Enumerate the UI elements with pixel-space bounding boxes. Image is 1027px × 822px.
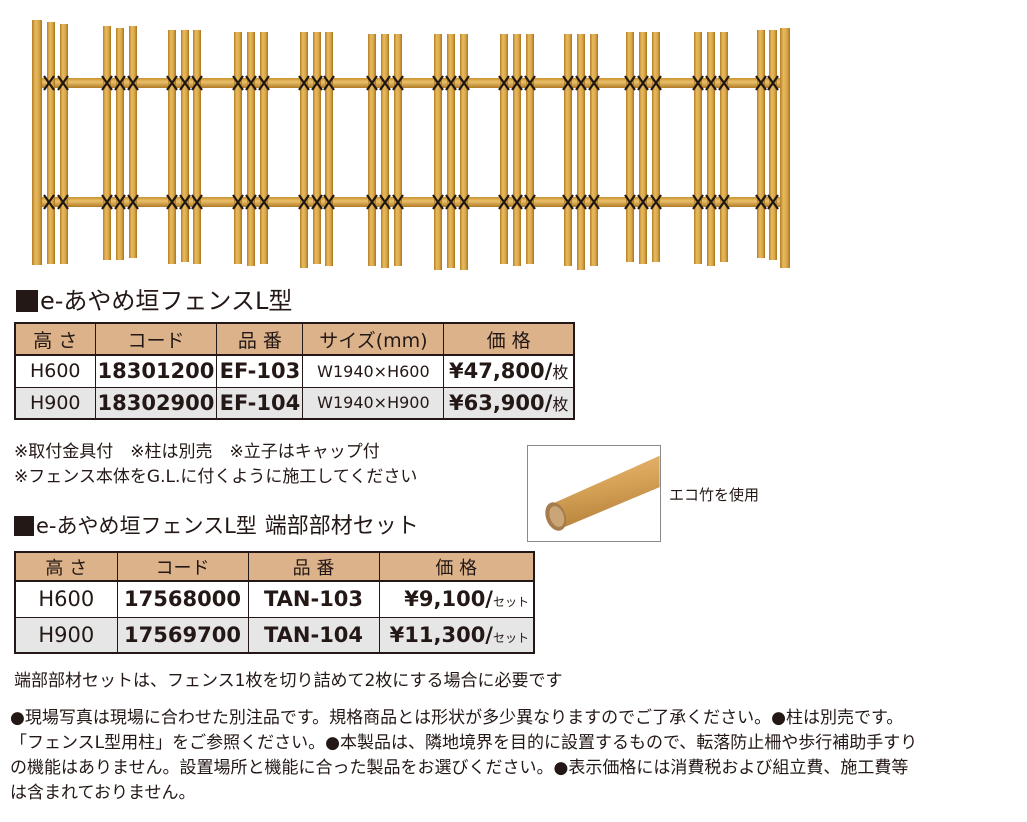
col-price: 価 格 xyxy=(443,322,575,356)
disclaimer-line: は含まれておりません。 xyxy=(10,783,196,803)
col-code: コード xyxy=(94,322,218,356)
table-header-row: 高 さ コード 品 番 価 格 xyxy=(14,551,535,582)
cell-height: H600 xyxy=(14,580,118,618)
price-unit: セット xyxy=(492,630,529,645)
table-row: H900 18302900 EF-104 W1940×H900 ¥63,900/… xyxy=(14,386,575,420)
cell-code: 18301200 xyxy=(94,354,218,388)
section2-subtitle: 端部部材セット xyxy=(264,514,419,539)
price-value: ¥63,900/ xyxy=(448,390,553,415)
col-price: 価 格 xyxy=(378,551,535,582)
cell-price: ¥63,900/枚 xyxy=(443,386,575,420)
cell-code: 17568000 xyxy=(116,580,249,618)
section2-note: 端部部材セットは、フェンス1枚を切り詰めて2枚にする場合に必要です xyxy=(14,671,563,691)
note-line: ※フェンス本体をG.L.に付くように施工してください xyxy=(14,467,418,487)
end-parts-spec-table: 高 さ コード 品 番 価 格 H600 17568000 TAN-103 ¥9… xyxy=(14,551,535,654)
cell-height: H600 xyxy=(14,354,96,388)
col-height: 高 さ xyxy=(14,322,96,356)
col-height: 高 さ xyxy=(14,551,118,582)
disclaimer-line: の機能はありません。設置場所と機能に合った製品をお選びください。●表示価格には消… xyxy=(10,758,909,778)
price-value: ¥47,800/ xyxy=(448,359,553,384)
eco-bamboo-label: エコ竹を使用 xyxy=(669,486,760,504)
bamboo-fence-image xyxy=(32,20,790,270)
eco-bamboo-photo xyxy=(527,445,661,542)
table-header-row: 高 さ コード 品 番 サイズ(mm) 価 格 xyxy=(14,322,575,356)
price-unit: 枚 xyxy=(552,394,569,414)
section1-title: e-あやめ垣フェンスL型 xyxy=(16,286,292,316)
section2-title: e-あやめ垣フェンスL型端部部材セット xyxy=(14,511,419,542)
cell-price: ¥47,800/枚 xyxy=(443,354,575,388)
disclaimer-line: 「フェンスL型用柱」をご参照ください。●本製品は、隣地境界を目的に設置するもので… xyxy=(10,733,918,753)
bamboo-tube-icon xyxy=(545,455,660,531)
cell-height: H900 xyxy=(14,616,118,654)
fence-spec-table: 高 さ コード 品 番 サイズ(mm) 価 格 H600 18301200 EF… xyxy=(14,322,575,420)
col-size: サイズ(mm) xyxy=(302,322,445,356)
cell-part: EF-104 xyxy=(216,386,304,420)
disclaimer: ●現場写真は現場に合わせた別注品です。規格商品とは形状が多少異なりますのでご了承… xyxy=(10,706,1027,806)
price-value: ¥9,100/ xyxy=(404,587,493,612)
cell-size: W1940×H900 xyxy=(302,386,445,420)
cell-part: TAN-103 xyxy=(247,580,380,618)
cell-height: H900 xyxy=(14,386,96,420)
square-bullet-icon xyxy=(14,516,34,536)
section2-title-text: e-あやめ垣フェンスL型 xyxy=(36,514,257,538)
section1-title-text: e-あやめ垣フェンスL型 xyxy=(40,287,293,315)
col-code: コード xyxy=(116,551,249,582)
square-bullet-icon xyxy=(16,290,38,312)
table-row: H600 17568000 TAN-103 ¥9,100/セット xyxy=(14,580,535,618)
cell-size: W1940×H600 xyxy=(302,354,445,388)
note-line: ※取付金具付 ※柱は別売 ※立子はキャップ付 xyxy=(14,442,380,462)
cell-code: 18302900 xyxy=(94,386,218,420)
cell-part: EF-103 xyxy=(216,354,304,388)
table-row: H600 18301200 EF-103 W1940×H600 ¥47,800/… xyxy=(14,354,575,388)
price-value: ¥11,300/ xyxy=(389,622,493,647)
col-part: 品 番 xyxy=(247,551,380,582)
col-part: 品 番 xyxy=(216,322,304,356)
section1-notes: ※取付金具付 ※柱は別売 ※立子はキャップ付 ※フェンス本体をG.L.に付くよう… xyxy=(14,440,417,490)
price-unit: 枚 xyxy=(552,363,569,383)
price-unit: セット xyxy=(492,595,529,610)
disclaimer-line: ●現場写真は現場に合わせた別注品です。規格商品とは形状が多少異なりますのでご了承… xyxy=(10,708,904,728)
cell-price: ¥9,100/セット xyxy=(378,580,535,618)
cell-price: ¥11,300/セット xyxy=(378,616,535,654)
table-row: H900 17569700 TAN-104 ¥11,300/セット xyxy=(14,616,535,654)
product-photo-fence xyxy=(20,20,800,275)
cell-code: 17569700 xyxy=(116,616,249,654)
cell-part: TAN-104 xyxy=(247,616,380,654)
